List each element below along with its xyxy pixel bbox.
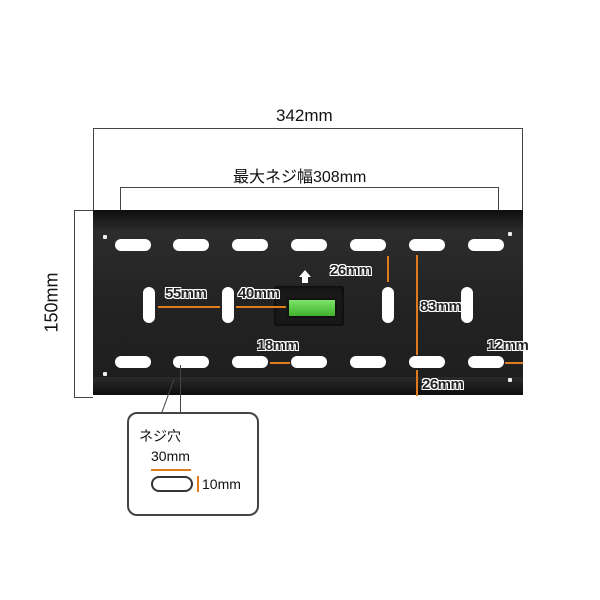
callout-slot-length: 30mm [151,448,190,464]
corner-pin [103,235,107,239]
dim-label-40: 40mm [238,285,280,302]
height-tick-top [74,210,93,211]
dim-arrow-26-top [387,256,389,282]
plate-bottom-lip [93,377,523,395]
dim-arrow-18 [270,362,290,364]
overall-width-tick-right [522,128,523,210]
overall-width-label: 342mm [276,106,333,125]
callout-title: ネジ穴 [139,428,181,444]
vertical-slot [382,287,394,323]
vertical-slot [461,287,473,323]
screw-slot [173,356,209,368]
dim-label-12: 12mm [487,337,529,354]
screw-slot [350,356,386,368]
dim-arrow-55 [158,306,220,308]
up-arrow-icon [299,270,311,277]
plate-top-lip [93,210,523,230]
overall-width-line [93,128,523,129]
screw-slot [232,356,268,368]
screw-slot [291,356,327,368]
screw-slot [350,239,386,251]
screw-slot [409,239,445,251]
dim-label-18: 18mm [257,337,299,354]
screw-slot [468,356,504,368]
dim-arrow-40 [236,306,286,308]
height-tick-bottom [74,397,93,398]
dim-arrow-83 [416,255,418,355]
bubble-level-icon [287,298,337,318]
callout-leader [180,365,181,415]
callout-slot-width: 10mm [202,476,241,492]
callout-width-arrow [197,476,199,492]
screw-slot [115,239,151,251]
up-arrow-stem [302,277,308,283]
screw-slot [409,356,445,368]
height-label: 150mm [41,272,62,333]
height-line [74,210,75,398]
corner-pin [508,378,512,382]
max-screw-width-line [120,187,498,188]
max-screw-width-label: 最大ネジ幅308mm [233,169,367,186]
corner-pin [103,372,107,376]
vertical-slot [143,287,155,323]
screw-slot [115,356,151,368]
vertical-slot [222,287,234,323]
screw-slot [291,239,327,251]
dim-label-83: 83mm [420,298,462,315]
dim-label-26-top: 26mm [330,262,372,279]
callout-length-arrow [151,469,191,471]
dim-label-26-bottom: 26mm [422,376,464,393]
callout-slot-shape [151,476,193,492]
dim-arrow-12 [505,362,523,364]
screw-slot [468,239,504,251]
dim-arrow-26-bottom [416,370,418,396]
dim-label-55: 55mm [165,285,207,302]
screw-hole-callout: ネジ穴 30mm 10mm [127,412,259,516]
overall-width-tick-left [93,128,94,210]
screw-slot [173,239,209,251]
screw-slot [232,239,268,251]
corner-pin [508,232,512,236]
